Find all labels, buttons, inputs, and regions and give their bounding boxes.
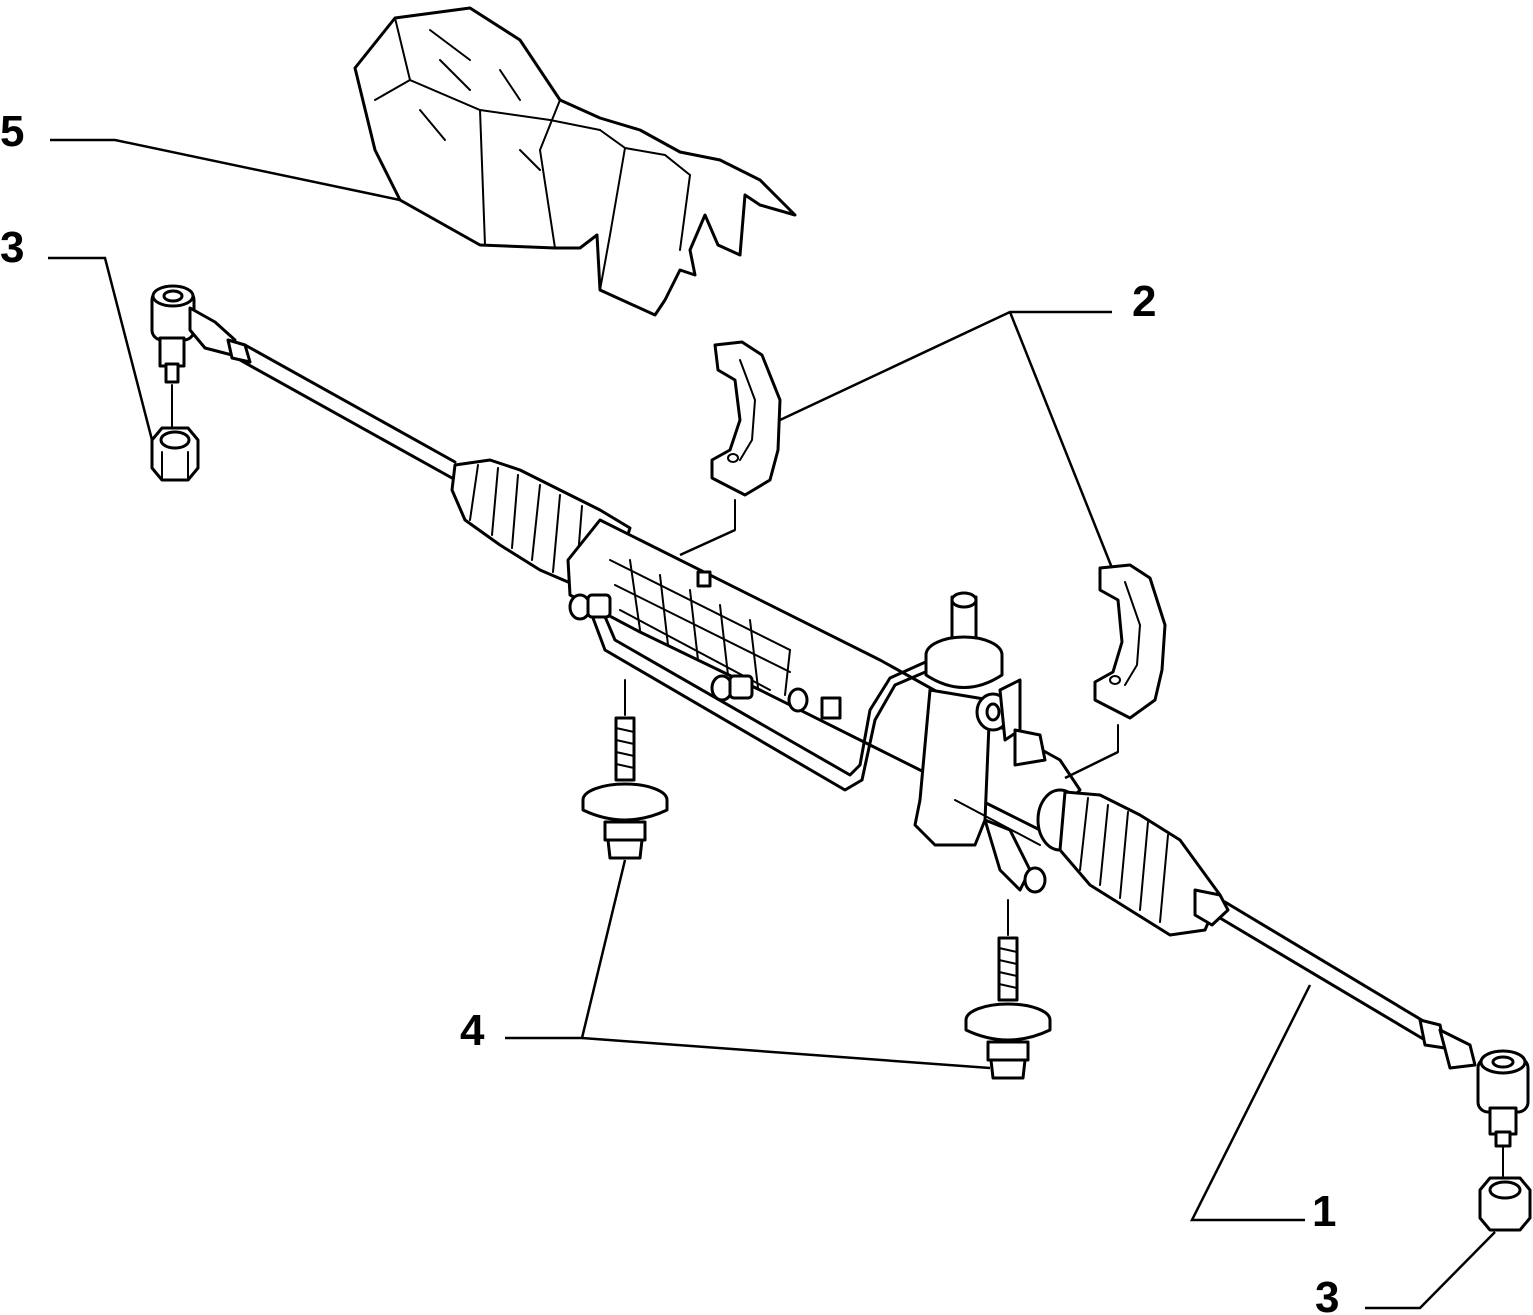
hydraulic-line xyxy=(568,593,932,792)
right-bellows-boot xyxy=(1036,788,1230,937)
callout-2: 2 xyxy=(1132,277,1156,326)
callout-5: 5 xyxy=(0,107,24,156)
mounting-bolt-left xyxy=(581,679,669,860)
callout-3-top: 3 xyxy=(0,223,24,272)
left-nut xyxy=(150,426,200,482)
right-nut xyxy=(1478,1176,1532,1232)
leader-lines xyxy=(48,138,1496,1310)
right-tie-rod xyxy=(1218,900,1477,1070)
left-tie-rod-end xyxy=(150,284,237,429)
right-tie-rod-end xyxy=(1476,1049,1530,1179)
left-tie-rod xyxy=(226,338,457,480)
mounting-clamp-right xyxy=(1093,563,1167,753)
callout-3-bottom: 3 xyxy=(1315,1273,1339,1315)
heat-shield xyxy=(353,6,797,317)
pinion-housing xyxy=(913,591,1047,894)
mounting-clamp-left xyxy=(710,340,782,531)
callout-4: 4 xyxy=(460,1006,485,1055)
mounting-bolt-right xyxy=(964,899,1052,1080)
callout-1: 1 xyxy=(1312,1187,1336,1236)
